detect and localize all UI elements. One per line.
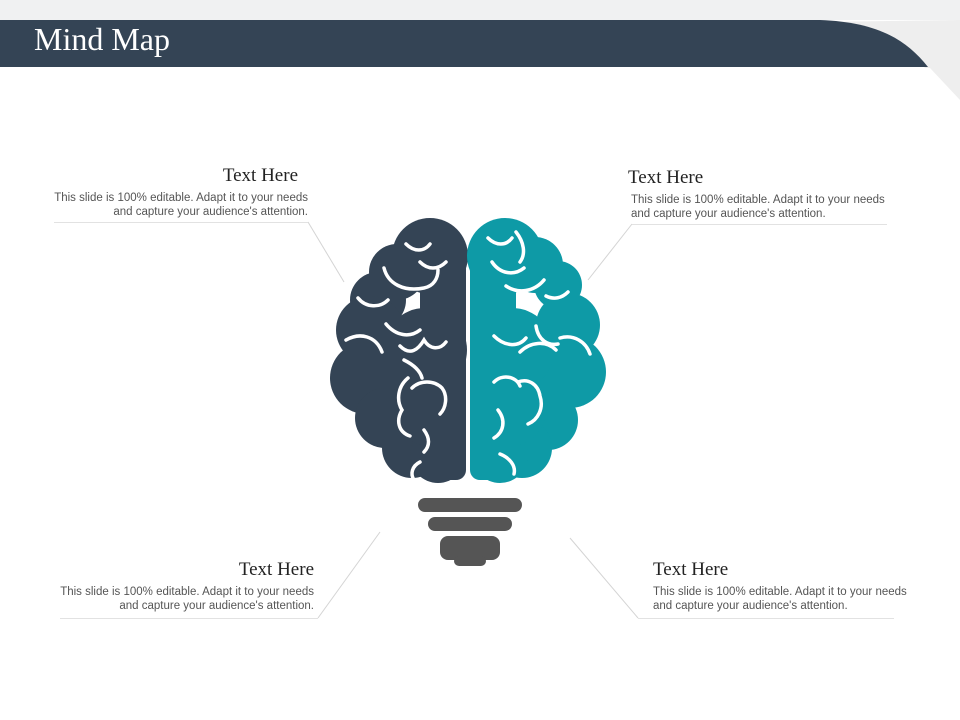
block-body: This slide is 100% editable. Adapt it to… bbox=[631, 194, 885, 220]
slide-title: Mind Map bbox=[34, 21, 170, 57]
left-hemisphere-grooves bbox=[344, 242, 448, 482]
bulb-base bbox=[418, 498, 522, 566]
block-heading: Text Here bbox=[222, 165, 298, 186]
block-body: This slide is 100% editable. Adapt it to… bbox=[54, 192, 308, 218]
bulb-tip bbox=[454, 556, 486, 566]
block-body: This slide is 100% editable. Adapt it to… bbox=[653, 586, 907, 612]
connector-top-right bbox=[587, 223, 633, 281]
text-block-bottom-right: Text Here This slide is 100% editable. A… bbox=[653, 559, 913, 613]
separator-bottom-left bbox=[60, 618, 318, 619]
header-bar bbox=[0, 20, 928, 67]
bulb-ring-2 bbox=[428, 517, 512, 531]
header-banner bbox=[0, 20, 960, 100]
connector-top-left bbox=[307, 221, 345, 283]
block-heading: Text Here bbox=[653, 559, 729, 580]
top-strip bbox=[0, 0, 960, 20]
block-heading: Text Here bbox=[628, 167, 704, 188]
block-heading: Text Here bbox=[238, 559, 314, 580]
right-hemisphere-grooves bbox=[486, 230, 592, 476]
right-hemisphere bbox=[467, 218, 606, 483]
header-corner-shade bbox=[820, 20, 960, 100]
connector-bottom-left bbox=[317, 531, 381, 619]
separator-top-right bbox=[632, 224, 887, 225]
text-block-bottom-left: Text Here This slide is 100% editable. A… bbox=[54, 559, 314, 613]
text-block-top-left: Text Here This slide is 100% editable. A… bbox=[48, 165, 308, 219]
bulb-cap bbox=[440, 536, 500, 560]
text-block-top-right: Text Here This slide is 100% editable. A… bbox=[628, 167, 888, 221]
separator-top-left bbox=[54, 222, 308, 223]
block-body: This slide is 100% editable. Adapt it to… bbox=[60, 586, 314, 612]
bulb-ring-1 bbox=[418, 498, 522, 512]
separator-bottom-right bbox=[638, 618, 894, 619]
connector-bottom-right bbox=[569, 537, 639, 619]
left-hemisphere bbox=[330, 218, 468, 483]
